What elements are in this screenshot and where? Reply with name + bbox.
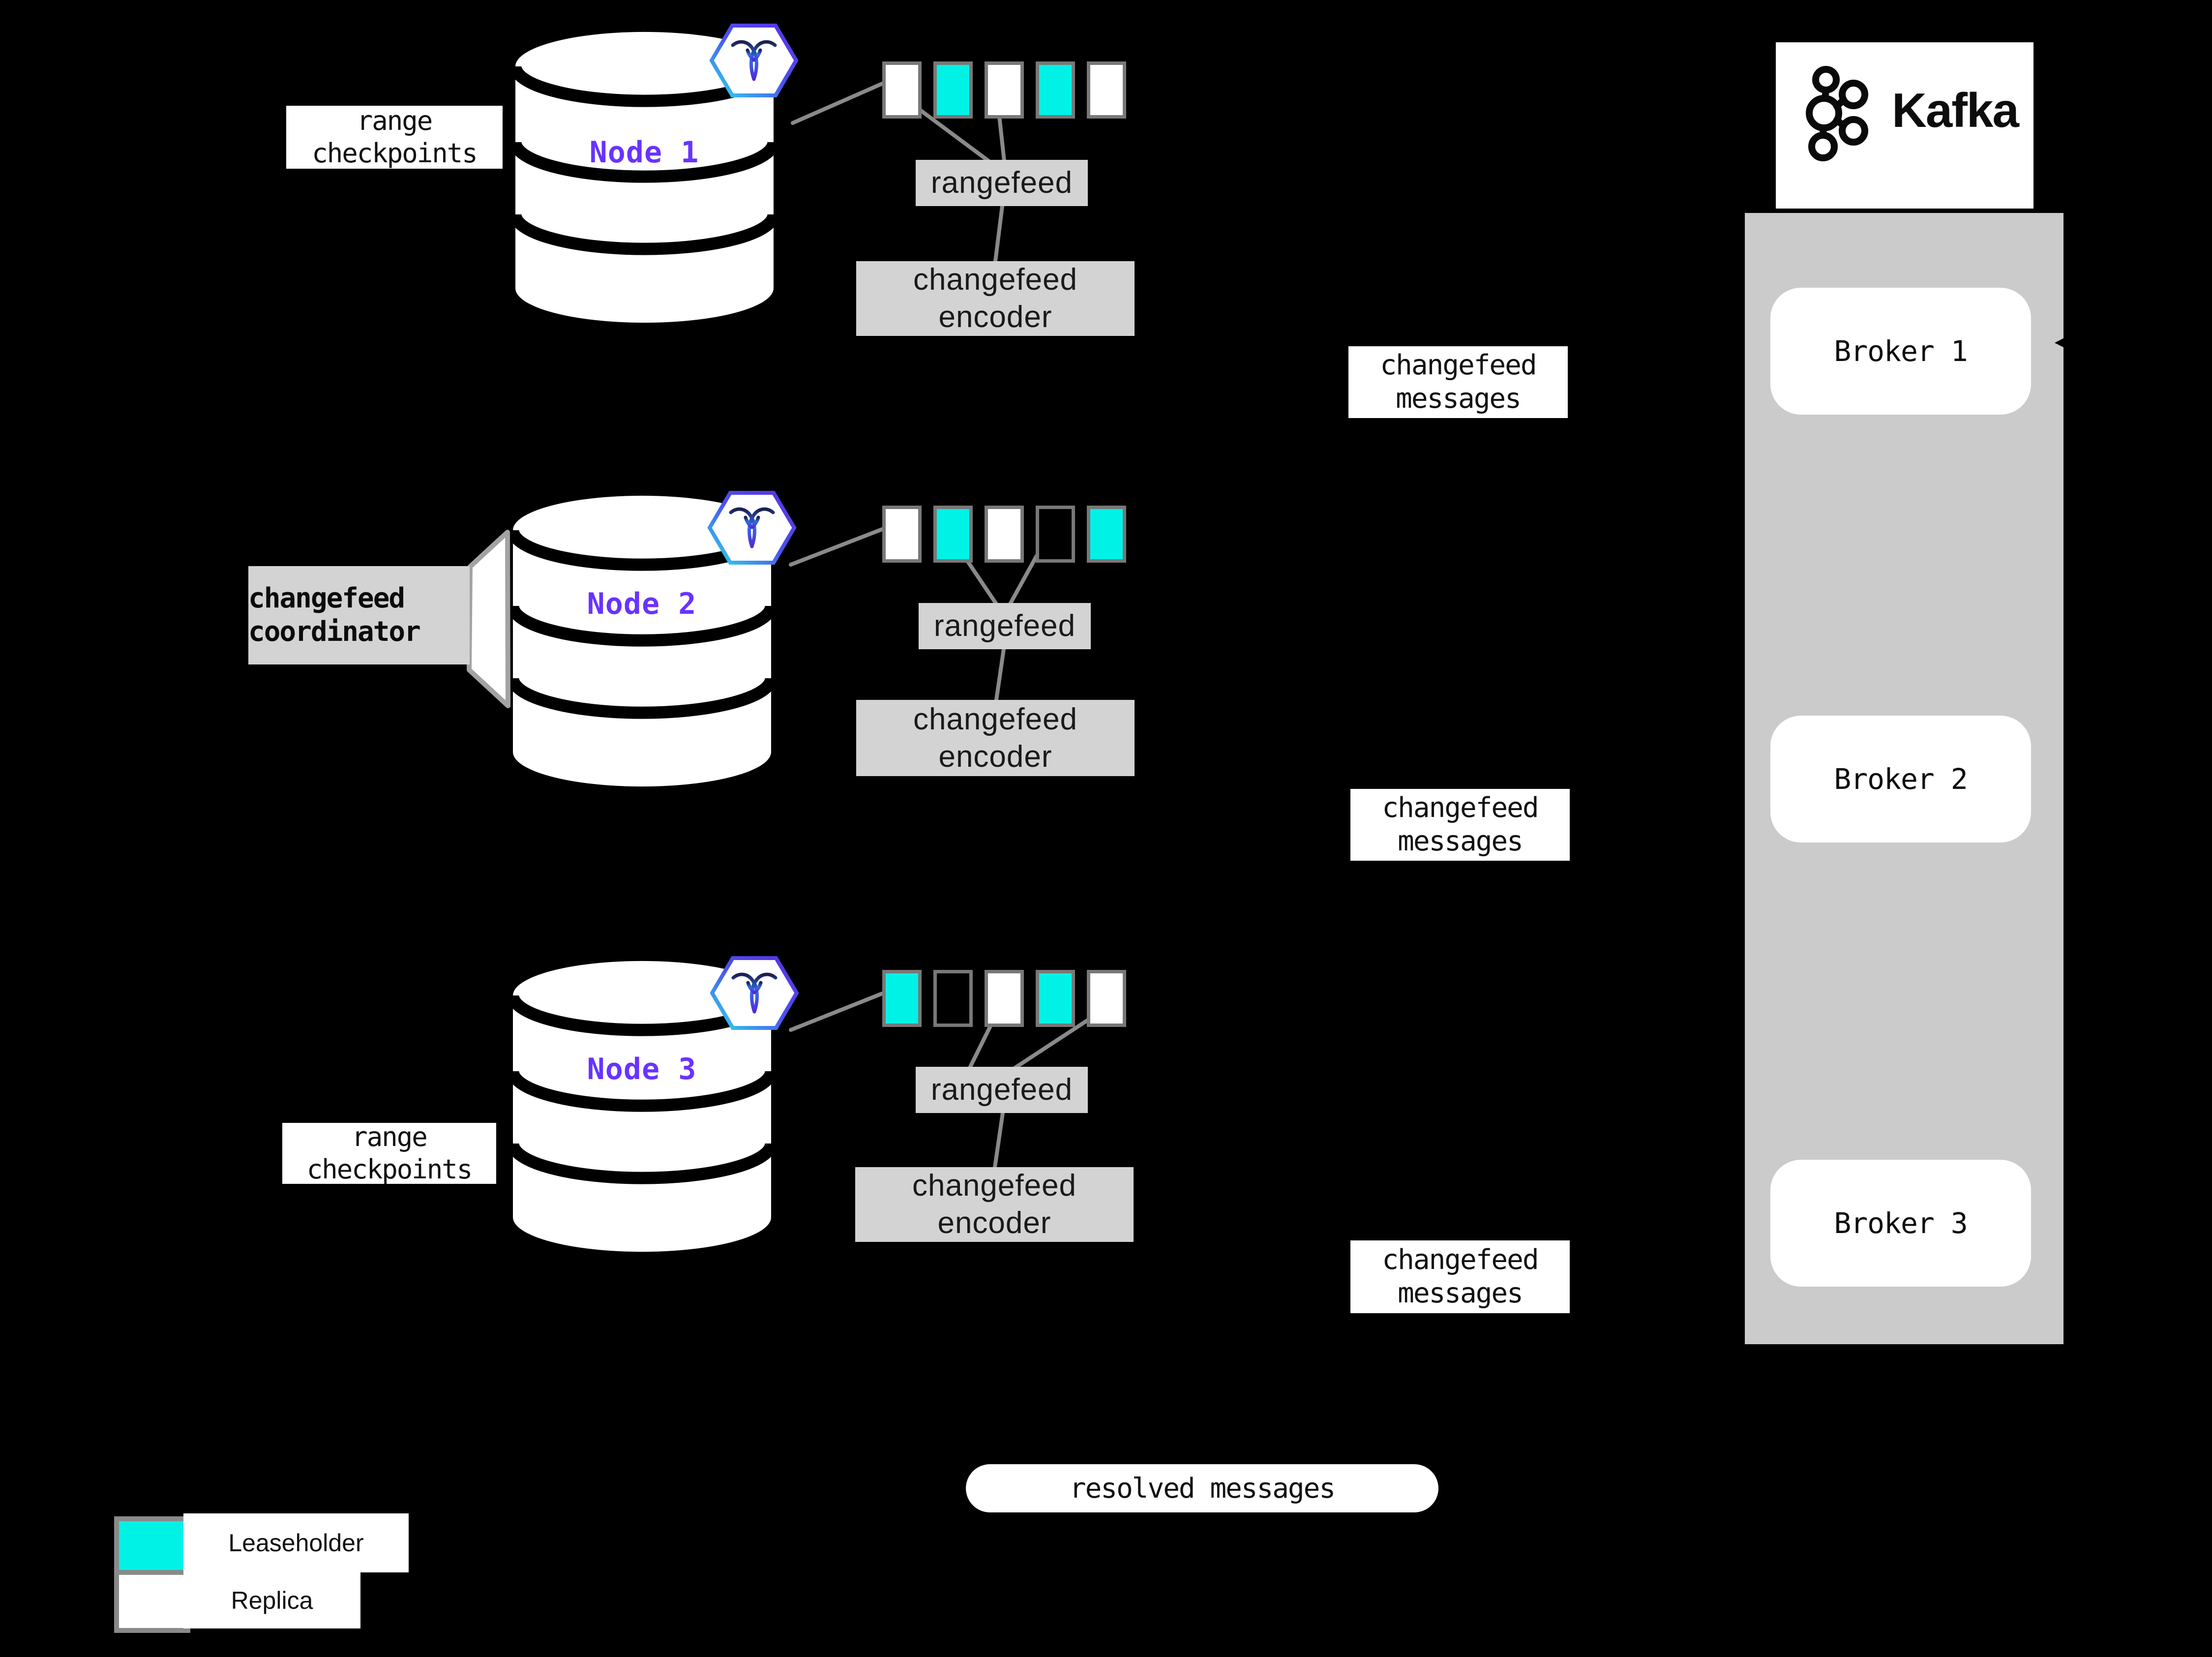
node-3-connectors: [789, 992, 1090, 1169]
cockroachdb-icon: [709, 24, 799, 97]
kafka-logo-icon: [1806, 66, 1868, 161]
changefeed-encoder-box-node-3: changefeed encoder: [855, 1167, 1134, 1242]
range-replica-square: [985, 970, 1024, 1027]
kafka-logo-box: Kafka: [1776, 42, 2033, 209]
range-replica-square: [985, 506, 1024, 563]
range-replica-square: [1036, 970, 1075, 1027]
broker-1: Broker 1: [1770, 288, 2031, 415]
range-replica-square: [933, 61, 973, 119]
node-1-label: Node 1: [589, 135, 699, 170]
node-2-connectors: [789, 527, 1039, 702]
changefeed-messages-label-2: changefeed messages: [1350, 789, 1570, 861]
range-replica-square: [882, 506, 922, 563]
changefeed-encoder-box-node-2: changefeed encoder: [856, 700, 1135, 776]
broker-2: Broker 2: [1770, 716, 2031, 843]
range-replica-square: [933, 506, 973, 563]
range-replica-square: [882, 61, 922, 119]
rangefeed-box-node-1: rangefeed: [916, 160, 1088, 206]
cockroachdb-icon: [710, 956, 799, 1030]
range-checkpoints-label-node-1: range checkpoints: [286, 105, 503, 169]
rangefeed-box-node-3: rangefeed: [916, 1067, 1088, 1113]
node-2-label: Node 2: [587, 587, 697, 621]
legend-leaseholder-label: Leaseholder: [183, 1513, 409, 1572]
cockroachdb-icon: [707, 491, 797, 565]
broker-3: Broker 3: [1770, 1160, 2031, 1287]
range-replica-square: [1087, 970, 1126, 1027]
legend-replica-label: Replica: [183, 1572, 360, 1628]
resolved-messages-pill: resolved messages: [966, 1464, 1438, 1512]
kafka-wordmark: Kafka: [1892, 83, 2019, 137]
range-replica-square: [1087, 61, 1126, 119]
coordinator-ribbon: [467, 530, 510, 708]
legend-replica-swatch: [114, 1570, 190, 1633]
range-checkpoints-label-node-3: range checkpoints: [282, 1121, 496, 1185]
range-replica-square: [985, 61, 1024, 119]
arrowhead-into-broker-1: [2055, 329, 2083, 357]
range-replica-square: [1036, 506, 1075, 563]
changefeed-coordinator-label: changefeed coordinator: [248, 566, 470, 664]
range-replica-square: [1087, 506, 1126, 563]
node-1-connectors: [791, 82, 1006, 263]
rangefeed-box-node-2: rangefeed: [919, 603, 1091, 649]
changefeed-messages-label-1: changefeed messages: [1348, 346, 1568, 418]
changefeed-messages-label-3: changefeed messages: [1350, 1240, 1570, 1313]
range-replica-square: [1036, 61, 1075, 119]
node-3-label: Node 3: [587, 1052, 697, 1086]
range-replica-square: [882, 970, 922, 1027]
node-2-cylinder: [507, 495, 777, 787]
range-replica-square: [933, 970, 973, 1027]
changefeed-encoder-box-node-1: changefeed encoder: [856, 261, 1135, 336]
